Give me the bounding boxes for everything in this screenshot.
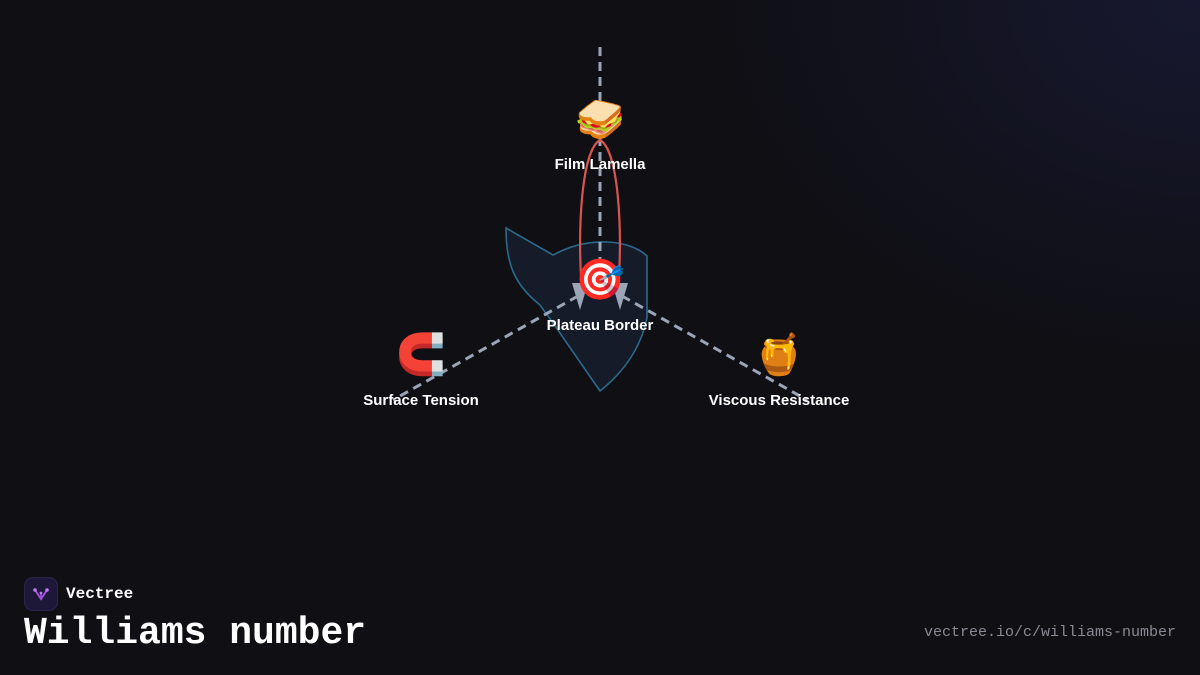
node-label-surface-tension: Surface Tension bbox=[363, 392, 479, 409]
target-icon: 🎯 bbox=[575, 258, 625, 302]
highlight-region bbox=[505, 226, 648, 393]
vectree-logo-icon bbox=[24, 577, 58, 611]
magnet-icon: 🧲 bbox=[396, 331, 446, 377]
arrowhead-right bbox=[612, 283, 628, 310]
node-label-plateau-border: Plateau Border bbox=[547, 317, 654, 334]
sandwich-icon: 🥪 bbox=[575, 98, 625, 142]
page-url[interactable]: vectree.io/c/williams-number bbox=[923, 624, 1176, 641]
page-title: Williams number bbox=[24, 612, 367, 655]
connector-plateau-viscous bbox=[621, 294, 808, 402]
brand-name: Vectree bbox=[66, 585, 134, 603]
node-surface-tension[interactable]: 🧲 Surface Tension bbox=[363, 331, 479, 409]
arrowhead-left bbox=[572, 283, 588, 310]
feedback-loop bbox=[579, 138, 621, 293]
brand[interactable]: Vectree bbox=[24, 577, 133, 611]
node-label-film-lamella: Film Lamella bbox=[555, 156, 647, 173]
node-film-lamella[interactable]: 🥪 Film Lamella bbox=[555, 98, 647, 173]
node-plateau-border[interactable]: 🎯 Plateau Border bbox=[547, 258, 654, 334]
connector-plateau-tension bbox=[392, 294, 579, 402]
honey-pot-icon: 🍯 bbox=[754, 331, 804, 377]
node-label-viscous-resistance: Viscous Resistance bbox=[709, 392, 850, 409]
node-viscous-resistance[interactable]: 🍯 Viscous Resistance bbox=[709, 331, 850, 409]
